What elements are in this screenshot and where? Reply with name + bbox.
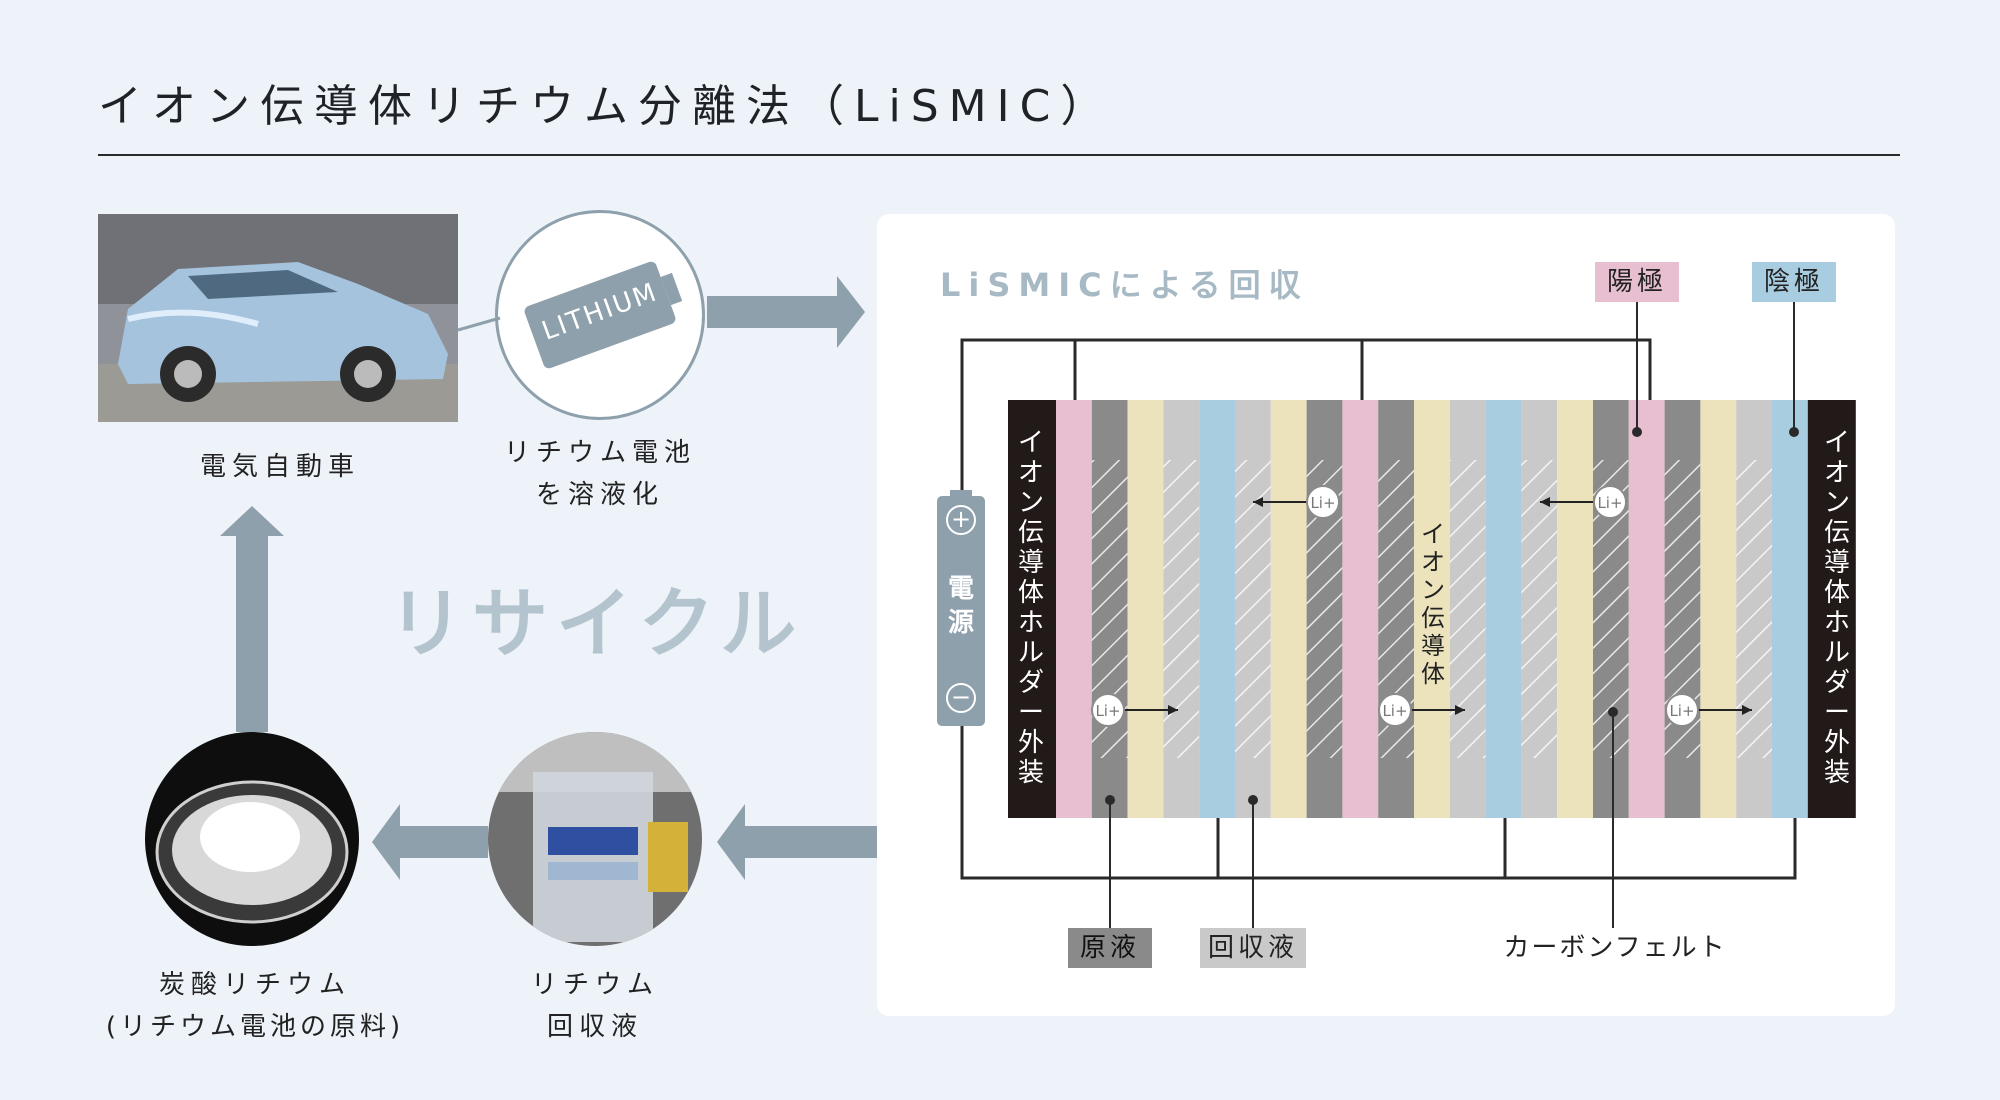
conductor-hatch: [1736, 460, 1772, 758]
conductor-hatch: [1235, 460, 1271, 758]
leader-lines: [1109, 302, 1795, 928]
dissolve-caption-line2: を溶液化: [535, 480, 664, 510]
lithium-ion-icon: [1378, 693, 1412, 727]
page-title: イオン伝導体リチウム分離法（LiSMIC）: [98, 81, 1115, 132]
cell-layer-pink: [1342, 400, 1379, 818]
cell-layer-cream: [1700, 400, 1737, 818]
holder-left-label: イオン伝導体ホルダー外装: [1017, 428, 1044, 788]
holder-right-label: イオン伝導体ホルダー外装: [1823, 428, 1850, 788]
electric-car-caption: 電気自動車: [199, 452, 360, 482]
lithium-ion-icon: [1665, 693, 1699, 727]
circuit-wires: [960, 338, 1797, 880]
anode-label: 陽極: [1595, 262, 1679, 302]
lithium-ion-label: Li+: [1382, 702, 1407, 720]
cell-layer-pink: [1628, 400, 1665, 818]
lithium-ion-label: Li+: [1669, 702, 1694, 720]
minus-symbol: −: [950, 683, 972, 711]
lithium-ion-label: Li+: [1095, 702, 1120, 720]
power-supply: [937, 496, 985, 726]
lithium-ion-icon: [1593, 485, 1627, 519]
ion-arrowhead: [1455, 705, 1465, 715]
raw-liquid-point: [1105, 795, 1115, 805]
ion-arrowhead: [1540, 497, 1550, 507]
holder-wall: [1807, 400, 1856, 818]
cell-layer-blue: [1485, 400, 1522, 818]
recovered-liquid-photo: [488, 732, 702, 946]
ion-conductor-label: イオン伝導体: [1421, 520, 1445, 688]
cathode-label: 陰極: [1752, 262, 1836, 302]
ion-arrowhead: [1253, 497, 1263, 507]
carbon-felt-label: カーボンフェルト: [1503, 933, 1727, 963]
dissolve-caption-line1: リチウム電池: [503, 438, 696, 468]
lithium-ion-icon: [1306, 485, 1340, 519]
recycle-label: リサイクル: [388, 579, 805, 668]
lithium-ion-label: Li+: [1597, 494, 1622, 512]
lithium-ion-label: Li+: [1310, 494, 1335, 512]
conductor-hatch: [1521, 460, 1558, 758]
power-label: 電源: [947, 574, 974, 638]
ion-arrowhead: [1168, 705, 1178, 715]
cell-layer-blue: [1772, 400, 1808, 818]
title-divider: [98, 154, 1900, 156]
minus-terminal-icon: [946, 683, 976, 713]
holder-wall: [1008, 400, 1056, 818]
carbon-felt-point: [1608, 707, 1618, 717]
cell-layer-blue: [1199, 400, 1235, 818]
plus-terminal-icon: [946, 505, 976, 535]
raw-liquid-label: 原液: [1068, 928, 1152, 968]
anode-point: [1632, 427, 1642, 437]
cell-layer-pink: [1056, 400, 1092, 818]
recovered-caption-line1: リチウム: [530, 970, 659, 1000]
panel-title: LiSMICによる回収: [940, 266, 1309, 304]
ion-arrowhead: [1742, 705, 1752, 715]
cell-layer-cream: [1127, 400, 1164, 818]
recovered-liquid-label: 回収液: [1200, 928, 1306, 968]
carbonate-caption-line1: 炭酸リチウム: [158, 970, 351, 1000]
cell-layer-cream: [1414, 400, 1450, 818]
carbonate-caption-line2: (リチウム電池の原料): [105, 1012, 405, 1042]
cathode-point: [1789, 427, 1799, 437]
cell-layer-cream: [1557, 400, 1593, 818]
lithium-ion-icon: [1091, 693, 1125, 727]
electric-car-photo: [98, 214, 458, 422]
lithium-carbonate-photo: [145, 732, 359, 946]
recovered-liquid-point: [1248, 795, 1258, 805]
recovered-caption-line2: 回収液: [546, 1012, 643, 1042]
cell-layer-cream: [1270, 400, 1307, 818]
plus-symbol: +: [950, 505, 972, 533]
